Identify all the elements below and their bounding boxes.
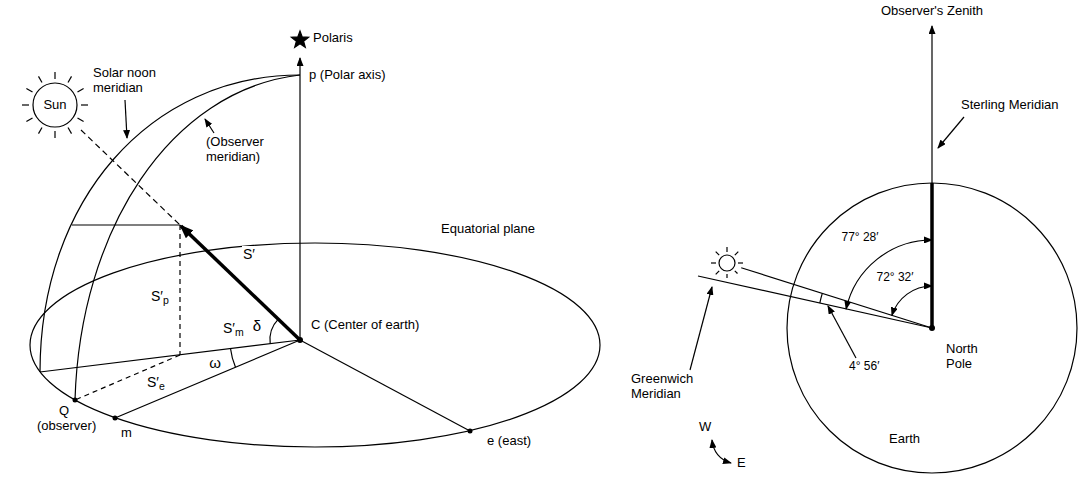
observer-radius [115, 340, 300, 418]
point-label: (observer) [36, 419, 97, 434]
sun-ray [81, 130, 180, 225]
leader-line [205, 119, 214, 133]
center-point [297, 337, 303, 343]
east-radius [300, 340, 470, 431]
sun-rays [711, 247, 743, 278]
angle-label: 4° 56′ [848, 360, 880, 374]
sun-line [741, 268, 932, 328]
polar-axis [299, 58, 300, 340]
solar-noon-meridian [40, 75, 300, 372]
polar-component [179, 225, 180, 355]
east-point [468, 429, 473, 434]
leader-line [938, 117, 964, 148]
equatorial-plane [30, 243, 600, 447]
point-label: m [120, 426, 133, 441]
sterling-meridian-line [930, 183, 934, 328]
star-label: Polaris [312, 31, 354, 46]
east-component [75, 355, 180, 400]
meridian-label: (Observer meridian) [205, 135, 292, 165]
direction-label: W [698, 420, 712, 435]
vector-label: S′ [242, 246, 256, 262]
leader-line [125, 100, 127, 138]
angle-arc [820, 293, 823, 303]
meridian-point [113, 416, 118, 421]
point-label: e (east) [486, 434, 532, 449]
direction-label: E [736, 456, 747, 471]
plane-label: Equatorial plane [440, 222, 536, 237]
construction-line [72, 224, 180, 225]
point-label: Q [58, 404, 70, 419]
star-symbol [291, 31, 308, 47]
angle-arc [846, 240, 932, 309]
pole-point [929, 325, 935, 331]
meridian-label: Sterling Meridian [960, 98, 1060, 113]
sun-symbol [719, 255, 735, 271]
angle-arc [892, 286, 932, 315]
zenith-line [931, 26, 932, 328]
sun-label: Sun [42, 98, 67, 113]
observer-meridian [75, 75, 300, 400]
earth-label: Earth [888, 432, 921, 447]
hour-angle-arc [231, 349, 236, 368]
meridian-label: Solar noon meridian [92, 66, 174, 96]
vector-label: S′m [222, 320, 245, 336]
declination-arc [270, 319, 278, 344]
angle-label: 77° 28′ [840, 231, 879, 245]
leader-line [690, 287, 712, 370]
rotation-arrow [712, 440, 731, 463]
axis-label: Observer's Zenith [880, 4, 984, 19]
observer-point [73, 398, 78, 403]
angle-label: 72° 32′ [875, 271, 914, 285]
leader-line [828, 306, 856, 358]
point-label: C (Center of earth) [310, 318, 420, 333]
angle-label: δ [252, 317, 262, 334]
pole-label: North Pole [945, 342, 991, 372]
earth-circle [787, 183, 1077, 473]
angle-label: ω [208, 354, 222, 371]
vector-label: S′e [146, 374, 166, 390]
meridian-label: Greenwich Meridian [630, 372, 707, 402]
vector-label: S′p [150, 288, 170, 304]
sun-vector [181, 226, 300, 340]
axis-label: p (Polar axis) [308, 68, 387, 83]
sun-rays [22, 72, 88, 138]
sun-symbol [33, 83, 77, 127]
